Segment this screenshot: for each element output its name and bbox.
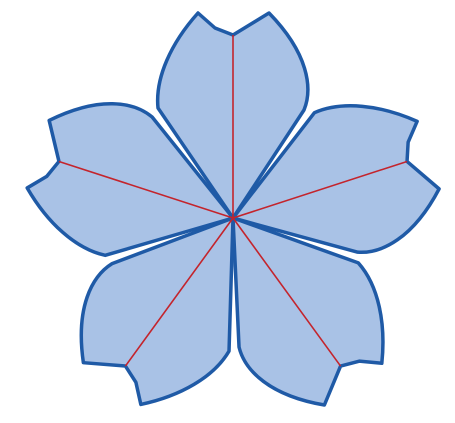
- flower-diagram: [0, 0, 455, 423]
- flower-svg: [0, 0, 455, 423]
